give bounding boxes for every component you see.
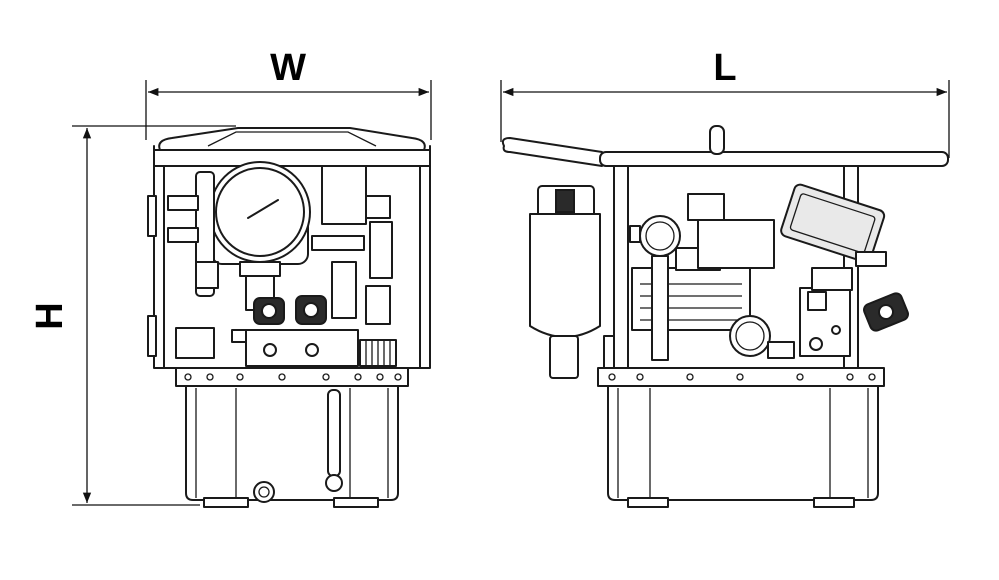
length-label: L bbox=[713, 47, 736, 89]
small-gauge bbox=[629, 215, 681, 361]
lower-gauge bbox=[729, 315, 795, 359]
height-dimension bbox=[72, 125, 236, 506]
side-view bbox=[501, 125, 949, 508]
control-box bbox=[780, 183, 886, 263]
side-fitting-mid bbox=[807, 291, 827, 311]
front-manifold-block bbox=[245, 329, 397, 367]
side-carry-handle bbox=[501, 125, 949, 167]
left-fittings bbox=[167, 171, 249, 359]
front-carry-handle bbox=[153, 127, 431, 167]
length-dimension bbox=[500, 80, 950, 158]
side-quick-coupler bbox=[863, 292, 909, 332]
width-dimension bbox=[145, 80, 432, 140]
oil-filter bbox=[529, 185, 601, 379]
side-tank-flange bbox=[597, 367, 885, 387]
quick-coupler-left bbox=[253, 297, 285, 325]
pressure-gauge bbox=[209, 161, 311, 311]
width-label: W bbox=[270, 47, 306, 89]
front-frame bbox=[147, 145, 431, 369]
drain-plug bbox=[253, 481, 275, 503]
front-view bbox=[147, 127, 431, 508]
front-reservoir-tank bbox=[185, 385, 399, 508]
oil-level-sight-gauge bbox=[325, 389, 343, 492]
quick-coupler-right bbox=[295, 295, 327, 325]
side-reservoir-tank bbox=[607, 385, 879, 508]
height-label: H bbox=[29, 302, 71, 329]
side-fitting-top bbox=[855, 251, 887, 267]
side-valve-block bbox=[799, 267, 853, 357]
right-fittings bbox=[311, 165, 393, 325]
front-tank-flange bbox=[175, 367, 409, 387]
